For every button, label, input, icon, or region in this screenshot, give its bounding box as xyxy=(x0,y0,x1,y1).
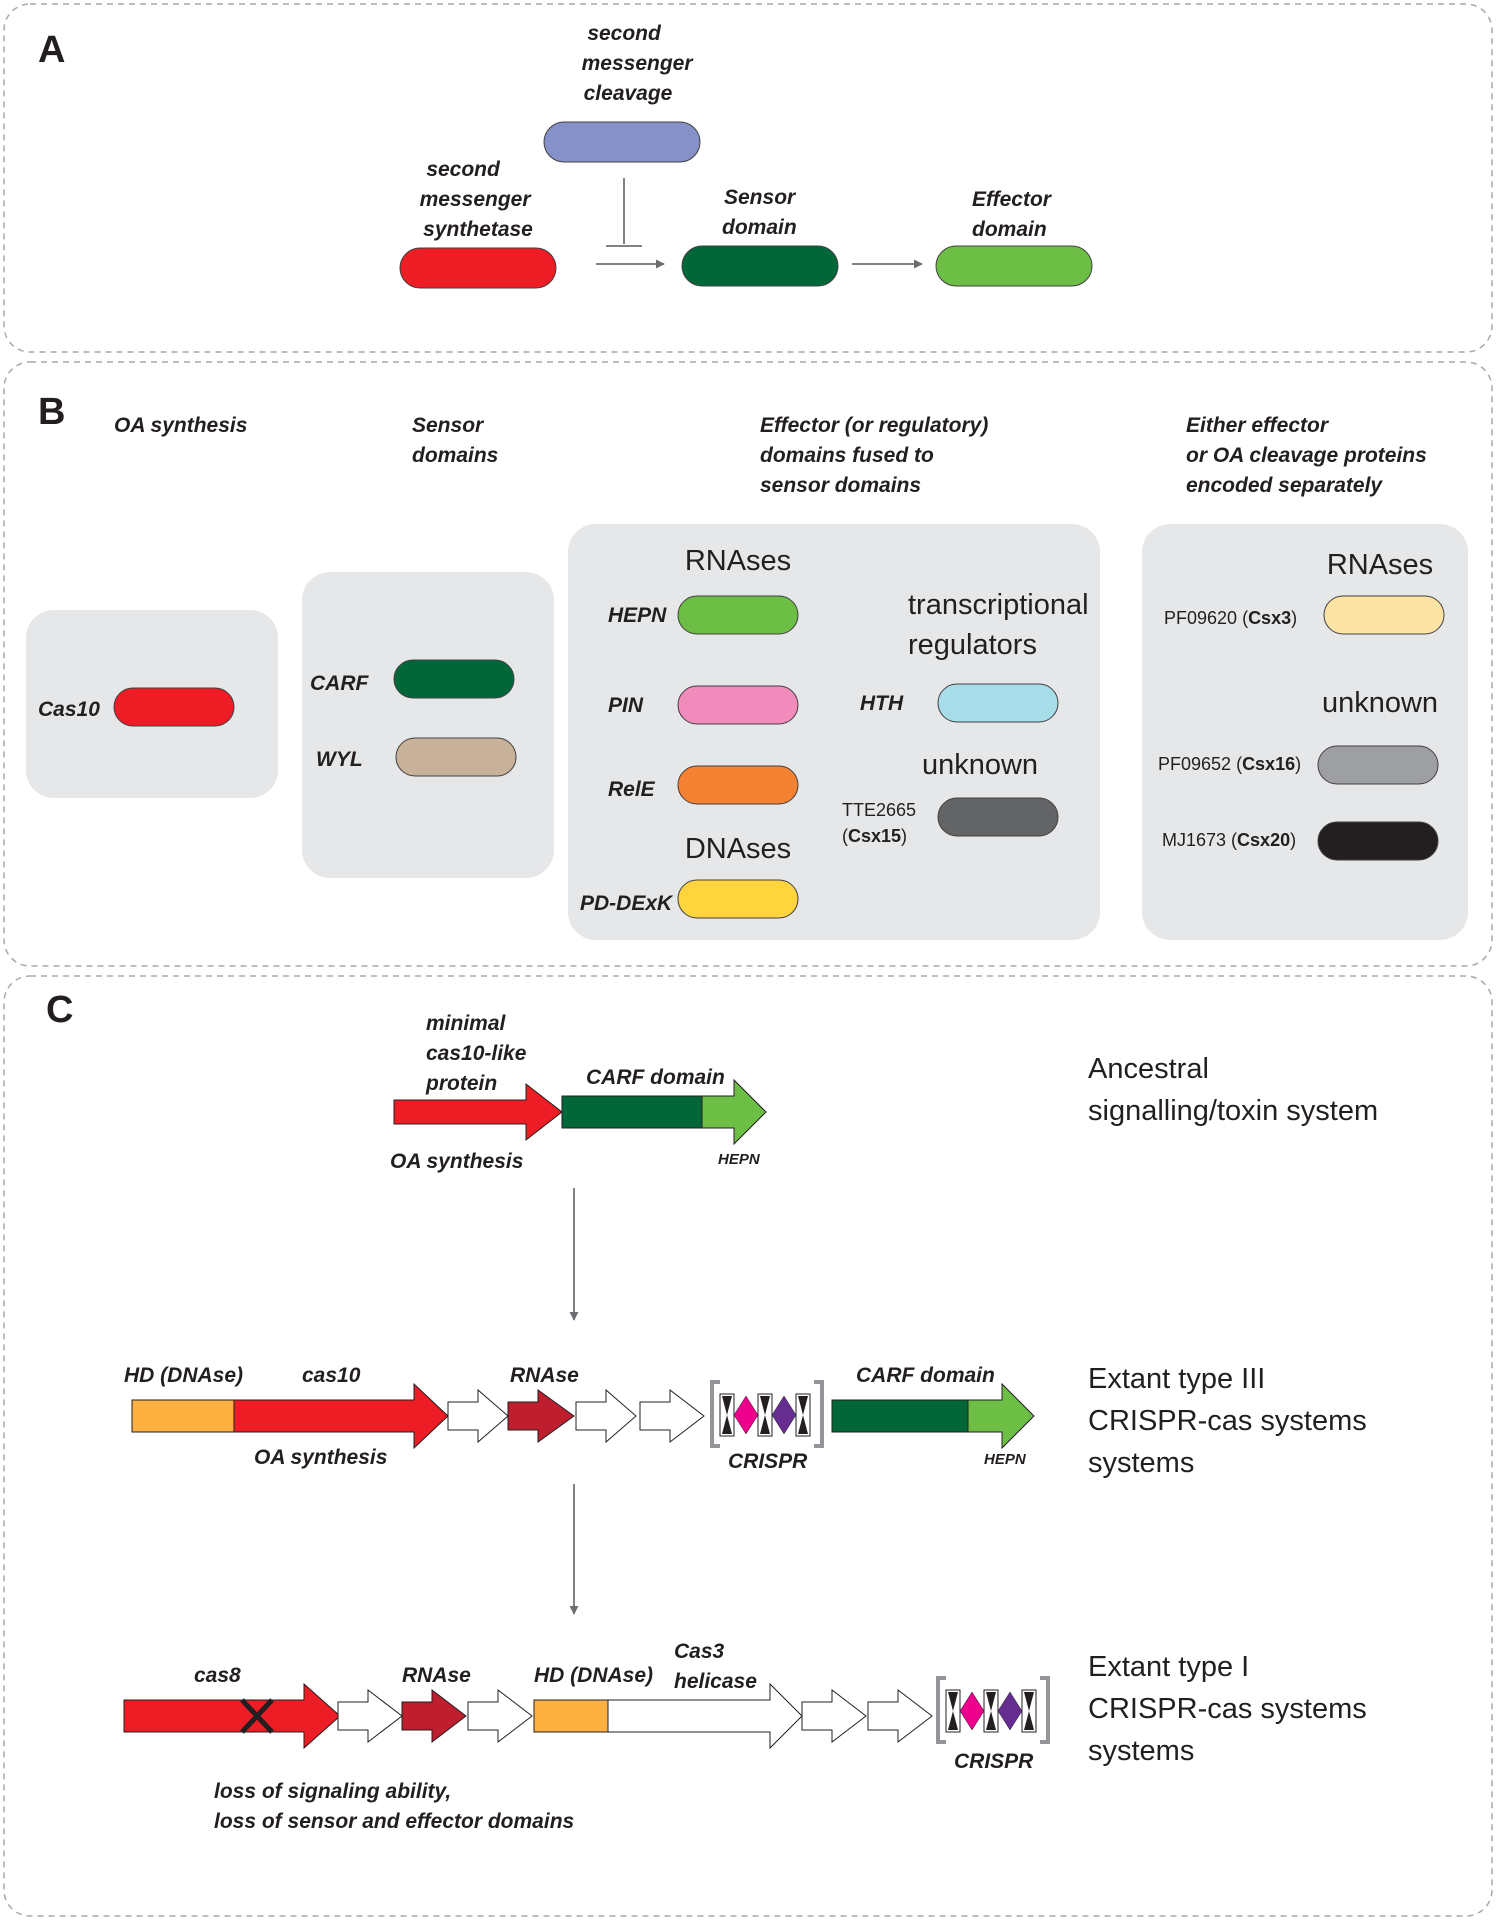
type1-rnase-gene xyxy=(401,1688,467,1744)
type1-cas3-gene xyxy=(607,1682,803,1750)
minimal-cas10-label: minimal cas10-like protein xyxy=(425,1012,532,1095)
col-effector-header: Effector (or regulatory) domains fused t… xyxy=(760,414,994,497)
type1-hd-label: HD (DNAse) xyxy=(534,1664,653,1687)
ancestral-cas10-gene xyxy=(393,1082,563,1142)
type1-rnase-label: RNAse xyxy=(402,1664,471,1687)
ancestral-system-label: Ancestral signalling/toxin system xyxy=(1088,1053,1378,1127)
rele-pill xyxy=(677,765,799,805)
type3-small-gene-1 xyxy=(447,1388,509,1444)
ancestral-oa-label: OA synthesis xyxy=(390,1150,523,1173)
loss-annotation: loss of signaling ability, loss of senso… xyxy=(214,1780,574,1833)
cleavage-domain-pill xyxy=(543,121,701,163)
panel-c-frame xyxy=(3,975,1493,1917)
type1-crispr-array xyxy=(936,1676,1050,1744)
csx20-pill xyxy=(1317,821,1439,861)
rnases-heading: RNAses xyxy=(685,545,791,577)
ancestral-carf-gene xyxy=(561,1095,703,1129)
col-sensor-header: Sensor domains xyxy=(412,414,498,467)
cas10-pill xyxy=(113,687,235,727)
sensor-label: Sensor domain xyxy=(722,186,801,239)
pf09620-label: PF09620 (Csx3) xyxy=(1164,608,1297,628)
rnases2-heading: RNAses xyxy=(1327,549,1433,581)
pddexk-pill xyxy=(677,879,799,919)
type1-small-gene-4 xyxy=(867,1688,933,1744)
csx15-pill xyxy=(937,797,1059,837)
type3-carf-gene xyxy=(831,1399,969,1433)
hepn-label: HEPN xyxy=(608,604,667,627)
loss-cross-icon xyxy=(240,1698,274,1734)
pddexk-label: PD-DExK xyxy=(580,892,674,915)
type3-small-gene-3 xyxy=(639,1388,705,1444)
hth-pill xyxy=(937,683,1059,723)
pf09652-label: PF09652 (Csx16) xyxy=(1158,754,1301,774)
cas10-label: Cas10 xyxy=(38,698,100,721)
sensor-domain-pill xyxy=(681,245,839,287)
col-separate-header: Either effector or OA cleavage proteins … xyxy=(1186,414,1433,497)
type3-cas10-label: cas10 xyxy=(302,1364,361,1387)
type3-small-gene-2 xyxy=(575,1388,637,1444)
separate-proteins-box xyxy=(1142,524,1468,940)
wyl-label: WYL xyxy=(316,748,363,771)
type3-rnase-gene xyxy=(507,1389,575,1443)
dnases-heading: DNAses xyxy=(685,833,791,865)
csx16-pill xyxy=(1317,745,1439,785)
type1-small-gene-3 xyxy=(801,1688,867,1744)
ancestral-hepn-gene xyxy=(701,1078,767,1146)
rele-label: RelE xyxy=(608,778,656,801)
effector-domain-pill xyxy=(935,245,1093,287)
sensor-box xyxy=(302,572,554,878)
type1-cas3-label: Cas3 helicase xyxy=(674,1640,757,1693)
fused-effector-box xyxy=(568,524,1100,940)
type3-hd-label: HD (DNAse) xyxy=(124,1364,243,1387)
type3-hepn-label: HEPN xyxy=(984,1451,1027,1468)
pin-pill xyxy=(677,685,799,725)
type3-carf-label: CARF domain xyxy=(856,1364,995,1387)
tte2665-label: TTE2665 (Csx15) xyxy=(842,800,921,846)
unknown2-heading: unknown xyxy=(1322,687,1438,719)
type3-hepn-gene xyxy=(967,1382,1035,1450)
panel-a-frame xyxy=(3,3,1493,353)
panel-b-frame xyxy=(3,361,1493,967)
ancestral-hepn-label: HEPN xyxy=(718,1151,761,1168)
type3-hd-domain xyxy=(131,1399,235,1433)
carf-pill xyxy=(393,659,515,699)
type3-cas10-gene xyxy=(233,1382,449,1450)
unknown-heading: unknown xyxy=(922,749,1038,781)
type3-system-label: Extant type III CRISPR-cas systems syste… xyxy=(1088,1363,1375,1479)
carf-label: CARF xyxy=(310,672,369,695)
type1-system-label: Extant type I CRISPR-cas systems systems xyxy=(1088,1651,1375,1767)
panel-b-letter: B xyxy=(38,391,65,433)
type3-crispr-label: CRISPR xyxy=(728,1450,808,1473)
ancestral-carf-label: CARF domain xyxy=(586,1066,725,1089)
cleavage-label: second messenger cleavage xyxy=(582,22,699,105)
effector-label: Effector domain xyxy=(972,188,1057,241)
col-oa-synthesis-header: OA synthesis xyxy=(114,414,247,437)
type1-cas8-gene xyxy=(123,1682,341,1750)
type3-oa-label: OA synthesis xyxy=(254,1446,387,1469)
panel-a-letter: A xyxy=(38,29,65,71)
type1-hd-domain xyxy=(533,1699,609,1733)
type3-crispr-array xyxy=(710,1380,824,1448)
hth-label: HTH xyxy=(860,692,904,715)
type1-cas8-label: cas8 xyxy=(194,1664,241,1687)
mj1673-label: MJ1673 (Csx20) xyxy=(1162,830,1296,850)
wyl-pill xyxy=(395,737,517,777)
type1-small-gene-1 xyxy=(337,1688,403,1744)
type1-crispr-label: CRISPR xyxy=(954,1750,1034,1773)
panel-c-letter: C xyxy=(46,989,73,1031)
type1-small-gene-2 xyxy=(467,1688,533,1744)
csx3-pill xyxy=(1323,595,1445,635)
synthetase-label: second messenger synthetase xyxy=(420,158,537,241)
transcriptional-heading: transcriptional regulators xyxy=(908,589,1097,661)
hepn-pill xyxy=(677,595,799,635)
synthetase-domain-pill xyxy=(399,247,557,289)
type3-rnase-label: RNAse xyxy=(510,1364,579,1387)
pin-label: PIN xyxy=(608,694,644,717)
